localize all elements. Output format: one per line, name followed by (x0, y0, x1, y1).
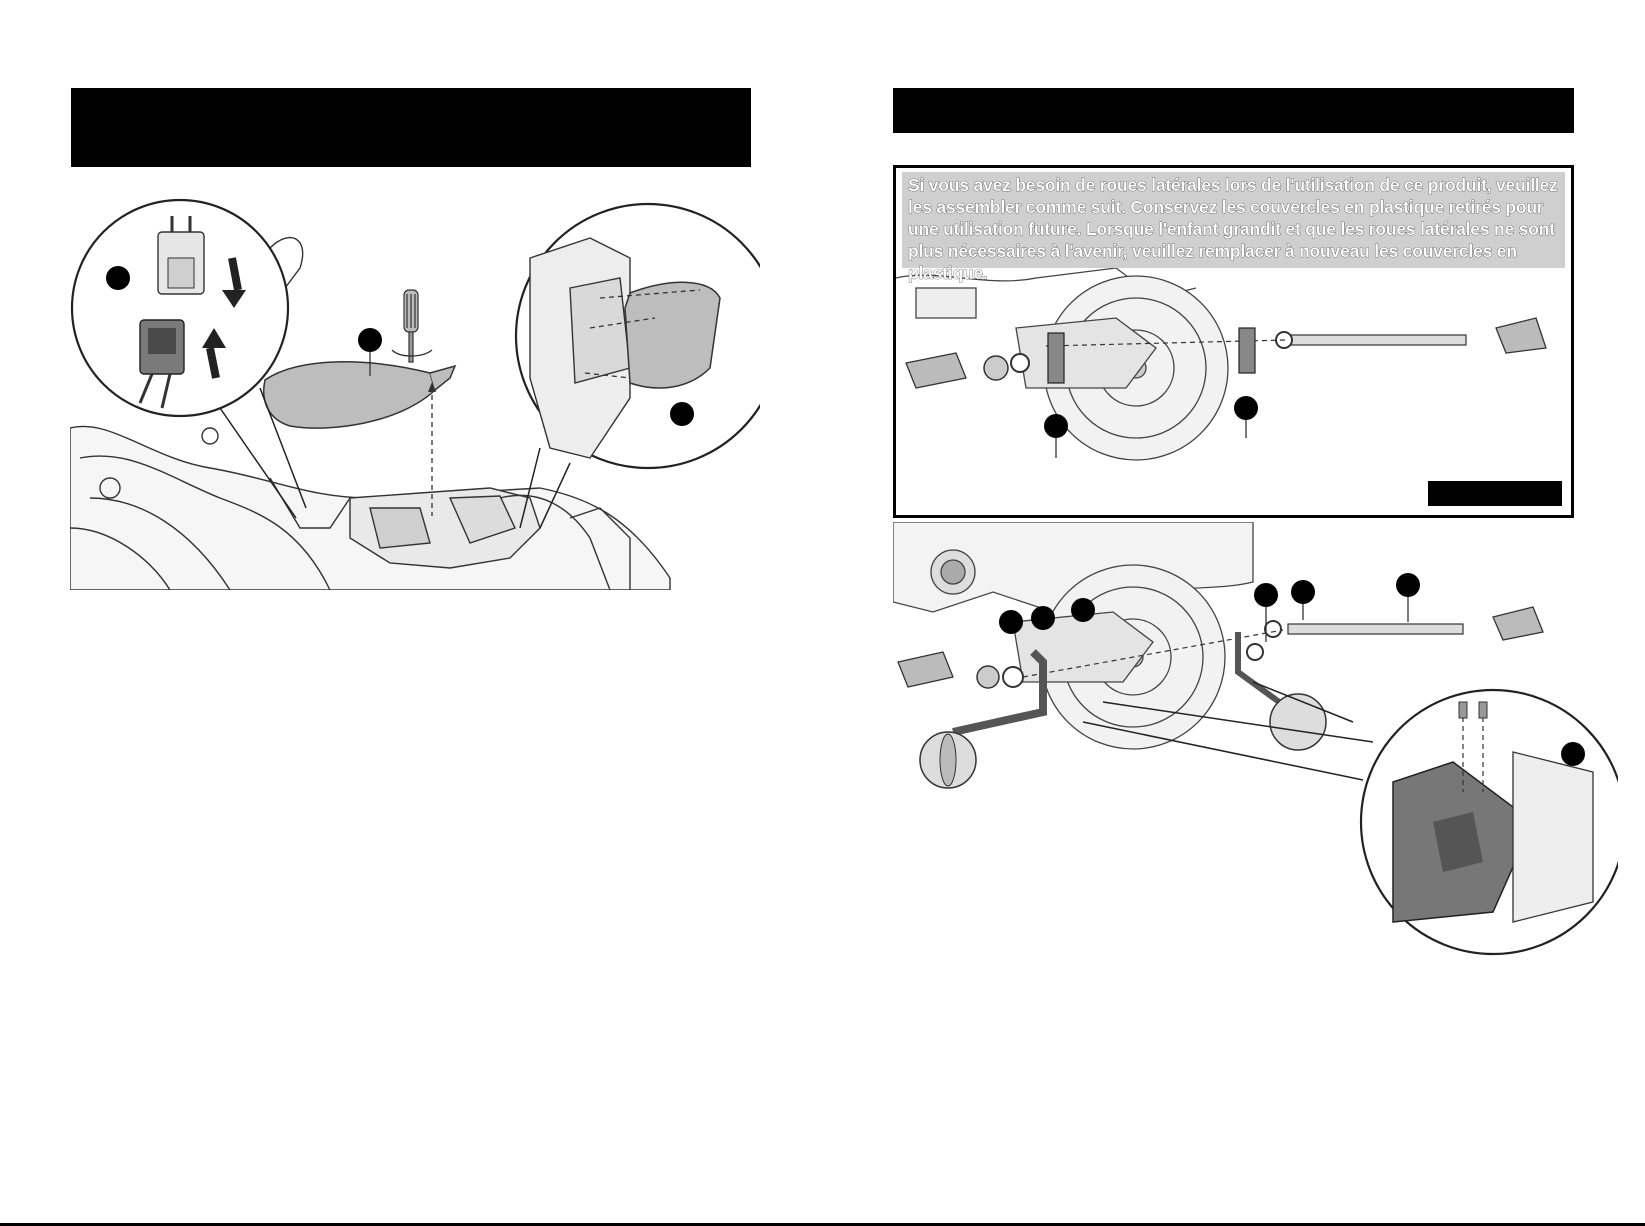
connector-detail-circle (70, 198, 290, 418)
push-arrow-icon (222, 290, 246, 308)
seat-part (263, 361, 436, 429)
push-arrow-icon (202, 328, 226, 348)
left-page (0, 0, 822, 1226)
bottom-rule (0, 1223, 1645, 1226)
axle-cover-removal-illustration (896, 267, 1547, 461)
left-header-bar (71, 88, 751, 167)
right-header-bar (893, 88, 1574, 133)
light-cover-detail-circle (514, 202, 760, 470)
right-page: Si vous avez besoin de roues latérales l… (822, 0, 1645, 1226)
training-wheel-installation-illustration (893, 522, 1618, 956)
screw-detail-circle (1359, 688, 1618, 956)
seat-and-light-assembly-illustration (70, 198, 760, 590)
screwdriver-icon (403, 289, 419, 363)
training-wheels-note-text: Si vous avez besoin de roues latérales l… (902, 172, 1565, 283)
note-tag (1428, 481, 1562, 506)
training-wheels-note-box: Si vous avez besoin de roues latérales l… (893, 165, 1574, 518)
rotate-arrow-icon (391, 349, 433, 357)
